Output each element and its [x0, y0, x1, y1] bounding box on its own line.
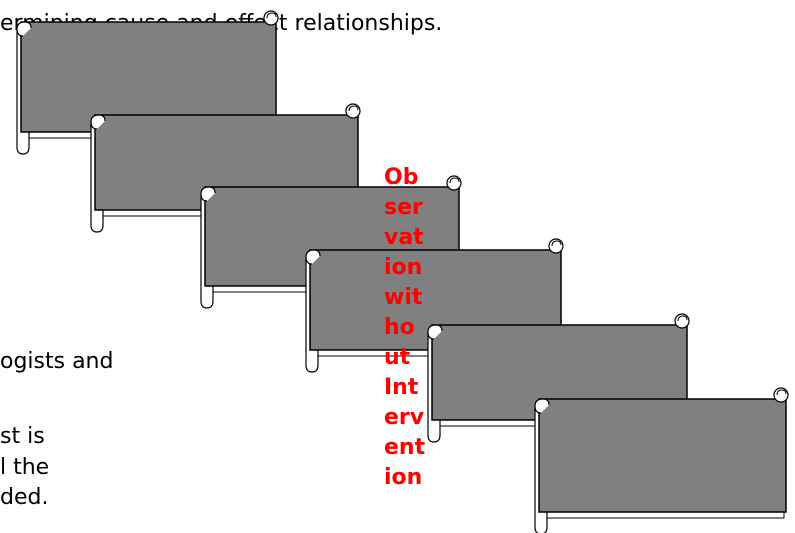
label-line: Int [384, 375, 419, 400]
scroll-top-left-curl [427, 324, 443, 340]
left-text-fragment-1: ogists and [0, 349, 114, 374]
scroll-body [20, 21, 277, 133]
scroll-banner-1 [16, 10, 279, 155]
left-text-fragment-2: st is [0, 424, 45, 449]
label-line: ent [384, 435, 426, 460]
label-line: ut [384, 345, 411, 370]
left-text-fragment-4: ded. [0, 485, 49, 510]
observation-without-intervention-label: Ob ser vat ion wit ho ut Int erv ent ion [384, 163, 434, 493]
label-line: ho [384, 315, 415, 340]
scroll-top-left-curl [16, 21, 32, 37]
scroll-curl-detail [677, 315, 688, 322]
scroll-body [538, 398, 787, 513]
scroll-curl-detail [551, 240, 562, 247]
left-text-fragment-3: l the [0, 455, 50, 480]
scroll-curl-detail [348, 105, 359, 112]
scroll-curl-detail [449, 177, 460, 184]
label-line: wit [384, 285, 423, 310]
scroll-top-left-curl [90, 114, 106, 130]
label-line: ion [384, 255, 423, 280]
scroll-curl-detail [266, 12, 277, 19]
label-line: Ob [384, 165, 419, 190]
scroll-top-left-curl [305, 249, 321, 265]
label-line: ion [384, 465, 423, 490]
scroll-banner-6 [534, 387, 789, 533]
scroll-top-left-curl [200, 186, 216, 202]
scroll-curl-detail [776, 389, 787, 396]
label-line: ser [384, 195, 423, 220]
label-line: vat [384, 225, 424, 250]
label-line: erv [384, 405, 425, 430]
scroll-top-left-curl [534, 398, 550, 414]
